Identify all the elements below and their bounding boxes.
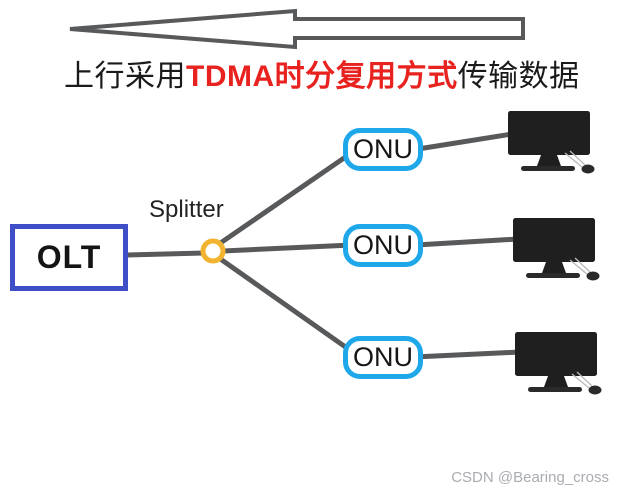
edge-onu1-monitor1 — [415, 131, 515, 152]
monitor-icon — [515, 332, 602, 395]
onu-node-2: ONU — [343, 224, 423, 267]
monitor-icon — [508, 111, 595, 174]
edge-onu3-monitor3 — [411, 349, 523, 360]
title-highlight: TDMA时分复用方式 — [186, 60, 458, 93]
edge-splitter-onu2 — [220, 242, 355, 254]
splitter-label: Splitter — [149, 196, 224, 223]
onu-node-1: ONU — [343, 128, 423, 171]
mouse-icon — [586, 271, 600, 281]
edge-splitter-onu3 — [216, 255, 357, 356]
monitor-icon — [513, 218, 600, 281]
upstream-arrow-icon — [69, 8, 525, 50]
mouse-icon — [588, 385, 602, 395]
edge-splitter-onu1 — [216, 144, 363, 247]
title-suffix: 传输数据 — [457, 60, 580, 93]
title-prefix: 上行采用 — [64, 60, 186, 93]
onu-label: ONU — [353, 134, 413, 164]
olt-label: OLT — [36, 239, 102, 275]
olt-node: OLT — [10, 224, 128, 291]
edge-olt-splitter — [123, 250, 207, 258]
onu-label: ONU — [353, 342, 413, 372]
mouse-icon — [581, 164, 595, 174]
connection-lines — [123, 131, 523, 360]
onu-node-3: ONU — [343, 336, 423, 379]
diagram-title: 上行采用TDMA时分复用方式传输数据 — [64, 60, 579, 94]
edge-onu2-monitor2 — [413, 236, 521, 248]
onu-label: ONU — [353, 230, 413, 260]
splitter-node-icon — [200, 238, 226, 264]
watermark: CSDN @Bearing_cross — [451, 469, 609, 486]
